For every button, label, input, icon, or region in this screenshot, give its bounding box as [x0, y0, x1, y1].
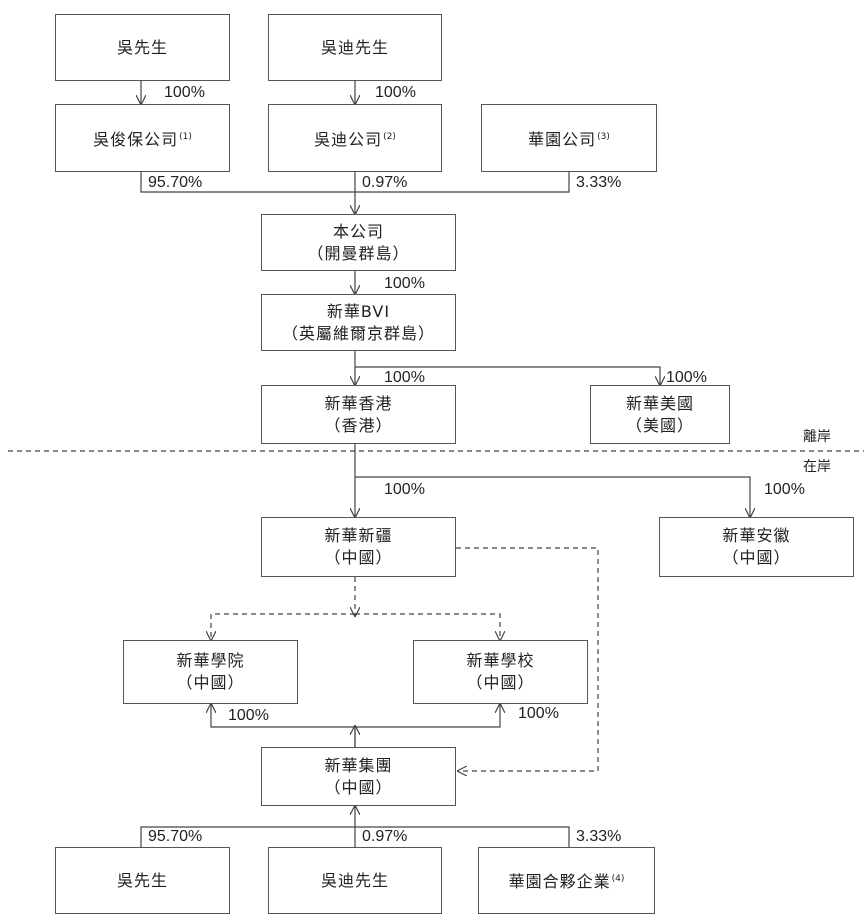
entity-name: 吳先生: [116, 870, 168, 890]
entity-jurisdiction: （開曼群島）: [307, 243, 410, 263]
box-xinhua-group: 新華集團 （中國）: [261, 747, 456, 806]
pct-bottom-wudi-share: 0.97%: [362, 828, 408, 845]
entity-name: 新華學校: [466, 651, 535, 670]
pct-bottom-wu-share: 95.70%: [148, 828, 203, 845]
entity-name: 吳迪先生: [320, 37, 389, 57]
entity-jurisdiction: （中國）: [466, 673, 535, 692]
pct-bvi-to-hk: 100%: [384, 369, 425, 386]
footnote-mark: (3): [597, 131, 610, 142]
pct-hk-to-xinjiang: 100%: [384, 481, 425, 498]
pct-bottom-huayuan-share: 3.33%: [576, 828, 622, 845]
box-wu-di-company: 吳迪公司(2): [268, 104, 442, 172]
entity-jurisdiction: （中國）: [176, 673, 245, 692]
box-xinhua-school: 新華學校 （中國）: [413, 640, 588, 704]
box-xinhua-bvi: 新華BVI （英屬維爾京群島）: [261, 294, 456, 351]
entity-name: 新華BVI: [326, 301, 391, 321]
entity-jurisdiction: （中國）: [324, 777, 393, 797]
box-mr-wu-di-top: 吳迪先生: [268, 14, 442, 81]
entity-name: 吳俊保公司: [93, 129, 179, 149]
entity-name: 本公司: [332, 221, 384, 241]
box-xinhua-us: 新華美國 （美國）: [590, 385, 730, 444]
footnote-mark: (2): [383, 131, 396, 142]
pct-group-to-school: 100%: [518, 705, 559, 722]
pct-wu-to-junbao: 100%: [164, 84, 205, 101]
entity-jurisdiction: （美國）: [625, 415, 694, 435]
arrow-bvi-to-us: [355, 366, 660, 385]
box-hua-yuan-company: 華園公司(3): [481, 104, 657, 172]
entity-name: 新華學院: [176, 651, 245, 670]
entity-name: 吳迪公司: [314, 129, 383, 149]
entity-jurisdiction: （英屬維爾京群島）: [281, 323, 435, 343]
box-xinhua-college: 新華學院 （中國）: [123, 640, 298, 704]
dashed-to-school: [355, 613, 500, 640]
entity-name: 新華集團: [324, 755, 393, 775]
pct-bvi-to-us: 100%: [666, 369, 707, 386]
entity-name: 新華新疆: [324, 526, 393, 545]
offshore-label: 離岸: [803, 429, 831, 445]
entity-name: 華園合夥企業: [508, 872, 611, 891]
entity-jurisdiction: （中國）: [722, 548, 791, 567]
entity-name: 華園公司: [528, 129, 597, 149]
entity-jurisdiction: （中國）: [324, 548, 393, 567]
box-mr-wu-top: 吳先生: [55, 14, 230, 81]
pct-wudi-to-co: 100%: [375, 84, 416, 101]
dashed-xinjiang-to-group: [456, 547, 599, 771]
arrow-group-to-college: [211, 704, 355, 728]
entity-name: 吳先生: [116, 37, 168, 57]
pct-hk-to-anhui: 100%: [764, 481, 805, 498]
box-hua-yuan-partnership: 華園合夥企業(4): [478, 847, 655, 914]
footnote-mark: (4): [611, 874, 625, 884]
box-company: 本公司 （開曼群島）: [261, 214, 456, 271]
box-xinhua-xinjiang: 新華新疆 （中國）: [261, 517, 456, 577]
box-mr-wu-di-bottom: 吳迪先生: [268, 847, 442, 914]
entity-name: 新華安徽: [722, 526, 791, 545]
box-wu-junbao-company: 吳俊保公司(1): [55, 104, 230, 172]
footnote-mark: (1): [179, 131, 192, 142]
box-xinhua-hk: 新華香港 （香港）: [261, 385, 456, 444]
arrow-group-to-school: [355, 704, 500, 728]
box-mr-wu-bottom: 吳先生: [55, 847, 230, 914]
entity-name: 吳迪先生: [320, 870, 389, 890]
onshore-label: 在岸: [803, 459, 831, 475]
pct-wudi-share: 0.97%: [362, 174, 408, 191]
dashed-to-college: [211, 613, 355, 640]
pct-huayuan-share: 3.33%: [576, 174, 622, 191]
entity-name: 新華香港: [324, 393, 393, 413]
box-xinhua-anhui: 新華安徽 （中國）: [659, 517, 854, 577]
arrow-hk-to-anhui: [355, 476, 750, 517]
entity-jurisdiction: （香港）: [324, 415, 393, 435]
entity-name: 新華美國: [625, 393, 694, 413]
pct-company-to-bvi: 100%: [384, 275, 425, 292]
pct-junbao-share: 95.70%: [148, 174, 203, 191]
pct-group-to-college: 100%: [228, 707, 269, 724]
